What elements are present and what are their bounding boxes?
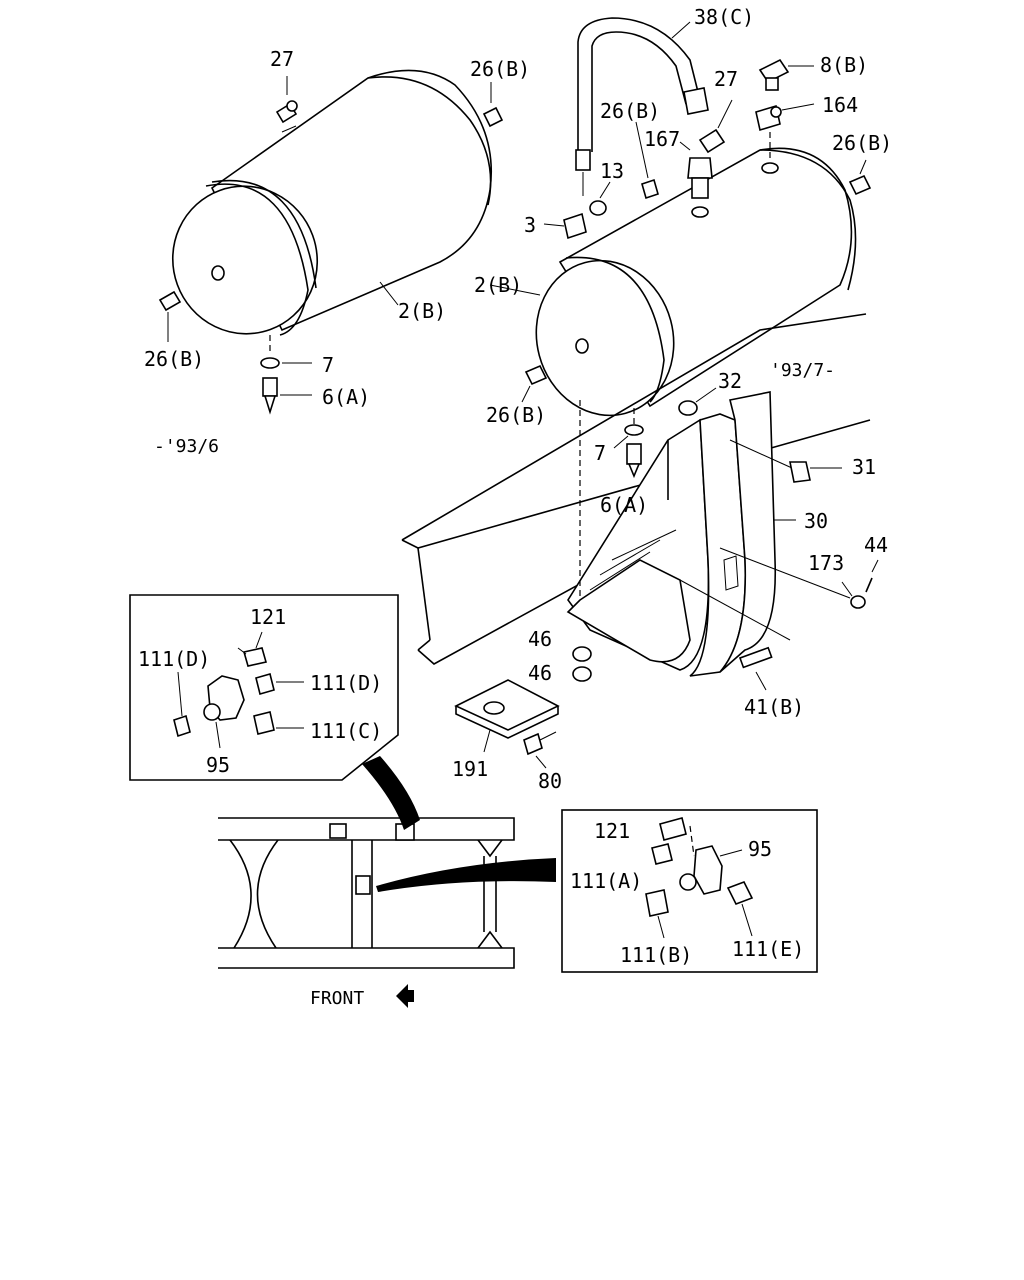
inset-right-label-95: 95 bbox=[748, 837, 772, 861]
inset-left-label-111c: 111(C) bbox=[310, 719, 382, 743]
bolt-80 bbox=[523, 731, 557, 769]
nut-13 bbox=[589, 181, 611, 216]
label-7-mid: 7 bbox=[594, 441, 606, 465]
label-26b-right: 26(B) bbox=[832, 131, 892, 155]
label-26b-left: 26(B) bbox=[144, 347, 204, 371]
label-32: 32 bbox=[718, 369, 742, 393]
label-2b-right: 2(B) bbox=[474, 273, 522, 297]
hose-38c bbox=[575, 17, 709, 196]
left-air-tank bbox=[171, 69, 493, 336]
fitting-3 bbox=[543, 212, 587, 240]
drain-valve-6a-mid bbox=[626, 443, 642, 479]
label-26b-lower: 26(B) bbox=[486, 403, 546, 427]
label-3: 3 bbox=[524, 213, 536, 237]
pin-44 bbox=[865, 559, 879, 593]
label-date-left: -'93/6 bbox=[154, 436, 219, 457]
plug-26b-right bbox=[848, 159, 872, 196]
plug-26b-top bbox=[482, 82, 504, 128]
plate-191 bbox=[454, 679, 560, 753]
label-6a-left: 6(A) bbox=[322, 385, 370, 409]
label-173: 173 bbox=[808, 551, 844, 575]
label-27-left: 27 bbox=[270, 47, 294, 71]
label-6a-mid: 6(A) bbox=[600, 493, 648, 517]
inset-right-label-111a: 111(A) bbox=[570, 869, 642, 893]
nut-46-lower bbox=[572, 666, 592, 682]
inset-left-label-121: 121 bbox=[250, 605, 286, 629]
label-2b-left: 2(B) bbox=[398, 299, 446, 323]
washer-under-164 bbox=[761, 162, 779, 174]
bolt-axis-41b bbox=[679, 579, 791, 641]
label-38c: 38(C) bbox=[694, 5, 754, 29]
plug-26b-lower bbox=[521, 364, 548, 403]
bracket-30 bbox=[566, 391, 796, 677]
bolt-41b bbox=[738, 646, 773, 691]
plug-26b-left bbox=[158, 290, 182, 342]
inset-right-label-111e: 111(E) bbox=[732, 937, 804, 961]
washer-7-left bbox=[260, 357, 312, 369]
label-31: 31 bbox=[852, 455, 876, 479]
inset-left-label-111d-a: 111(D) bbox=[138, 647, 210, 671]
inset-right-label-111b: 111(B) bbox=[620, 943, 692, 967]
nut-46-upper bbox=[572, 646, 592, 662]
label-191: 191 bbox=[452, 757, 488, 781]
plug-26b-mid bbox=[635, 121, 659, 200]
label-80: 80 bbox=[538, 769, 562, 793]
inset-left bbox=[129, 594, 399, 781]
front-arrow-icon bbox=[396, 984, 414, 1008]
inset-left-label-111d-b: 111(D) bbox=[310, 671, 382, 695]
fitting-27-left bbox=[275, 76, 298, 124]
label-164: 164 bbox=[822, 93, 858, 117]
label-167: 167 bbox=[644, 127, 680, 151]
label-26b-top: 26(B) bbox=[470, 57, 530, 81]
valve-167 bbox=[679, 141, 713, 218]
fitting-27-right bbox=[698, 99, 733, 154]
label-8b: 8(B) bbox=[820, 53, 868, 77]
label-46-lower: 46 bbox=[528, 661, 552, 685]
label-27-right: 27 bbox=[714, 67, 738, 91]
fitting-8b bbox=[758, 58, 814, 91]
label-13: 13 bbox=[600, 159, 624, 183]
inset-right bbox=[561, 809, 818, 973]
washer-173 bbox=[841, 581, 866, 609]
inset-right-label-121: 121 bbox=[594, 819, 630, 843]
drain-valve-6a-left bbox=[262, 377, 312, 415]
bolt-axis-173 bbox=[719, 547, 851, 599]
washer-7-mid bbox=[613, 424, 644, 449]
label-7-left: 7 bbox=[322, 353, 334, 377]
label-26b-mid: 26(B) bbox=[600, 99, 660, 123]
nut-32 bbox=[678, 387, 717, 416]
label-44: 44 bbox=[864, 533, 888, 557]
inset-left-label-95: 95 bbox=[206, 753, 230, 777]
chassis-overview bbox=[218, 817, 515, 969]
fitting-164 bbox=[755, 103, 815, 160]
label-46-upper: 46 bbox=[528, 627, 552, 651]
right-air-tank bbox=[535, 147, 857, 417]
label-date-right: '93/7- bbox=[770, 360, 835, 381]
label-30: 30 bbox=[804, 509, 828, 533]
bolt-31 bbox=[729, 439, 842, 483]
pointer-to-left-inset bbox=[362, 756, 420, 830]
part-labels: 27 26(B) 38(C) 27 8(B) 26(B) 164 167 26(… bbox=[138, 5, 892, 1009]
label-41b: 41(B) bbox=[744, 695, 804, 719]
pointer-to-right-inset bbox=[376, 858, 556, 892]
front-label: FRONT bbox=[310, 988, 364, 1009]
